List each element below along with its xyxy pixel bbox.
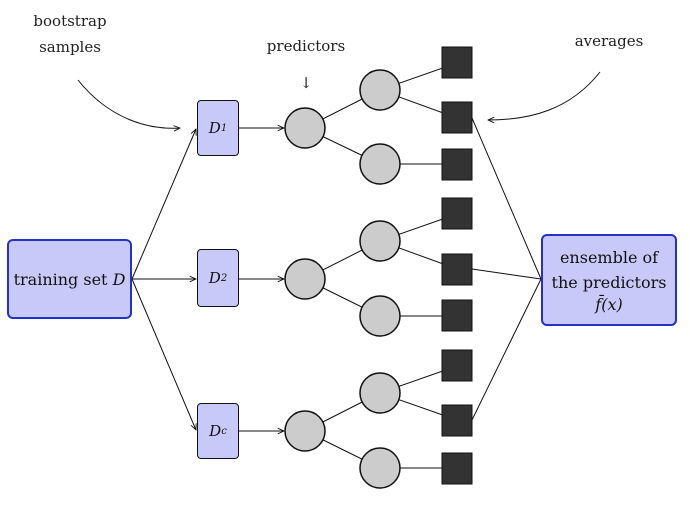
leaf-node xyxy=(441,101,473,134)
bootstrap-label-line1: bootstrap xyxy=(33,12,107,30)
ensemble-line1: ensemble of xyxy=(559,248,659,267)
ensemble-formula: f̄(x) xyxy=(595,295,623,314)
bootstrap-label: bootstrap samples xyxy=(28,12,112,56)
sample-letter: D xyxy=(208,269,221,287)
averages-label: averages xyxy=(574,32,644,50)
leaf-node xyxy=(441,253,473,286)
leaf-node xyxy=(441,349,473,382)
predictor-root-node xyxy=(284,410,326,452)
predictor-root-node xyxy=(284,107,326,149)
sample-subscript: 2 xyxy=(220,272,228,284)
bootstrap-label-line2: samples xyxy=(39,38,101,56)
ensemble-box: ensemble of the predictors f̄(x) xyxy=(541,234,677,326)
training-set-text: training set xyxy=(13,269,108,289)
predictors-label: predictors xyxy=(266,37,346,55)
sample-subscript: 1 xyxy=(220,122,228,134)
sample-letter: D xyxy=(209,422,222,440)
predictor-node xyxy=(359,295,401,337)
predictor-node xyxy=(359,143,401,185)
edge-leaf-ensemble xyxy=(471,117,542,280)
predictor-node xyxy=(359,447,401,489)
edge-leaf-ensemble xyxy=(471,268,542,280)
sample-letter: D xyxy=(208,119,221,137)
edge-train-dc xyxy=(131,278,196,430)
predictor-node xyxy=(359,220,401,262)
edge-train-d1 xyxy=(131,129,196,280)
leaf-node xyxy=(441,299,473,332)
leaf-node xyxy=(441,452,473,485)
leaf-node xyxy=(441,148,473,181)
leaf-node xyxy=(441,404,473,437)
averages-curved-arrow xyxy=(488,71,601,120)
leaf-node xyxy=(441,197,473,230)
predictor-node xyxy=(359,69,401,111)
ensemble-line2: the predictors xyxy=(551,273,667,292)
training-set-var: D xyxy=(112,269,126,289)
sample-subscript: c xyxy=(221,425,227,437)
predictor-node xyxy=(359,372,401,414)
bootstrap-curved-arrow xyxy=(77,79,180,128)
predictors-down-arrow: ↓ xyxy=(299,74,313,92)
predictor-root-node xyxy=(284,258,326,300)
edge-leaf-ensemble xyxy=(471,278,542,421)
leaf-node xyxy=(441,46,473,79)
training-set-box: training set D xyxy=(7,239,132,319)
